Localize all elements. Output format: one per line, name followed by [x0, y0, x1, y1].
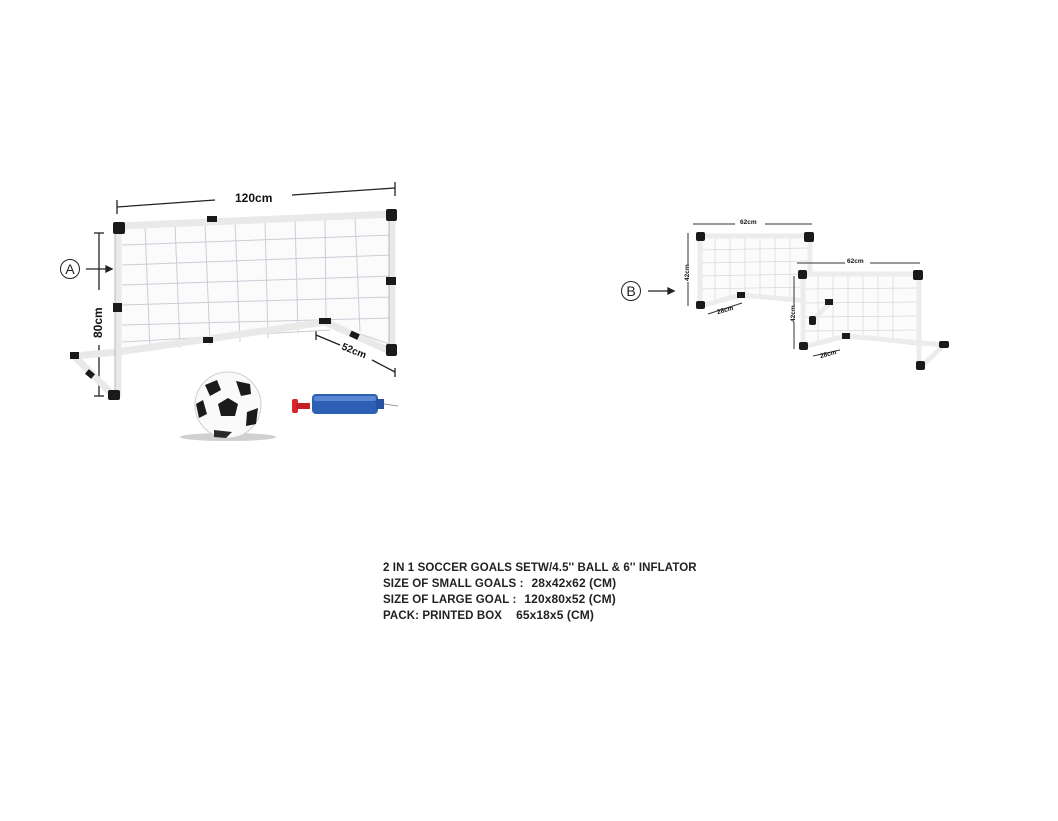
- spec-row-large-goal: SIZE OF LARGE GOAL : 120x80x52 (CM): [383, 592, 697, 608]
- option-b-marker: B: [621, 281, 641, 301]
- small-goal-1-height-label: 42cm: [684, 264, 691, 281]
- depth-dimension-line-a: [315, 331, 396, 377]
- dimension-lines-b2: [793, 262, 920, 357]
- arrow-a: [86, 264, 114, 274]
- large-goal-height-label: 80cm: [91, 307, 105, 338]
- arrow-b: [648, 286, 676, 296]
- spec-value: 120x80x52 (CM): [524, 592, 616, 606]
- spec-row-pack: PACK: PRINTED BOX 65x18x5 (CM): [383, 608, 697, 624]
- spec-label: SIZE OF SMALL GOALS :: [383, 578, 524, 590]
- joints-a: [70, 209, 397, 400]
- option-a-marker: A: [60, 259, 80, 279]
- spec-value: 28x42x62 (CM): [531, 576, 617, 590]
- frame-b1: [697, 233, 833, 309]
- frame-b2: [800, 271, 947, 369]
- soccer-ball-icon: [180, 371, 276, 441]
- joints-b2: [798, 270, 949, 370]
- frame-a: [70, 210, 396, 400]
- dimension-lines-b1: [687, 223, 812, 315]
- spec-row-small-goals: SIZE OF SMALL GOALS : 28x42x62 (CM): [383, 576, 697, 592]
- product-specs: 2 IN 1 SOCCER GOALS SETW/4.5'' BALL & 6'…: [383, 561, 697, 624]
- small-goal-1-width-label: 62cm: [740, 219, 757, 226]
- small-goal-2-width-label: 62cm: [847, 258, 864, 265]
- joints-b1: [696, 232, 814, 309]
- large-goal-width-label: 120cm: [235, 191, 273, 205]
- width-dimension-line-a: [116, 182, 396, 214]
- product-title: 2 IN 1 SOCCER GOALS SETW/4.5'' BALL & 6'…: [383, 562, 697, 574]
- spec-label: PACK: PRINTED BOX: [383, 610, 503, 622]
- spec-value: 65x18x5 (CM): [516, 608, 594, 622]
- spec-label: SIZE OF LARGE GOAL :: [383, 594, 517, 606]
- small-goal-2-height-label: 42cm: [790, 305, 797, 322]
- hand-pump-icon: [292, 394, 399, 414]
